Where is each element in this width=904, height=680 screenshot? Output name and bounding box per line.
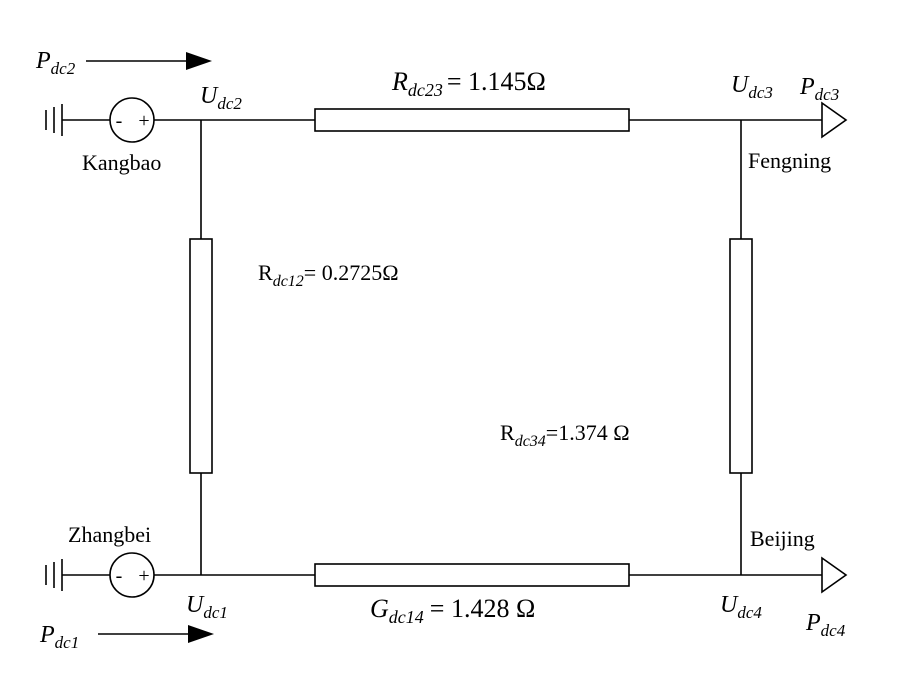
station-kangbao: Kangbao [82,150,161,175]
power-label-p-dc3: Pdc3 [799,74,839,104]
station-zhangbei: Zhangbei [68,522,151,547]
arrow-right-icon [98,625,214,643]
resistor-r-dc12 [189,238,213,474]
ground-icon [45,104,63,136]
station-beijing: Beijing [750,526,815,551]
resistor-r-dc34 [729,238,753,474]
line-label-r-dc12: Rdc12= 0.2725Ω [258,260,399,290]
voltage-label-u-dc1: Udc1 [186,592,228,622]
source-plus-sign: + [138,110,149,132]
power-label-p-dc2: Pdc2 [35,48,76,78]
ground-icon [45,559,63,591]
resistor-r-dc23 [314,108,630,132]
station-fengning: Fengning [748,148,831,173]
line-label-g-dc14: Gdc14= 1.428 Ω [370,594,535,627]
voltage-label-u-dc4: Udc4 [720,592,762,622]
arrow-right-icon [86,52,212,70]
resistor-g-dc14 [314,563,630,587]
source-plus-sign: + [138,565,149,587]
power-label-p-dc4: Pdc4 [805,610,846,640]
voltage-source-icon: - + [109,97,155,143]
line-label-r-dc23: Rdc23= 1.145Ω [391,67,546,100]
voltage-label-u-dc3: Udc3 [731,72,773,102]
load-triangle-icon [821,101,848,139]
load-triangle-icon [821,556,848,594]
source-minus-sign: - [116,565,123,587]
voltage-label-u-dc2: Udc2 [200,83,242,113]
voltage-source-icon: - + [109,552,155,598]
line-label-r-dc34: Rdc34=1.374 Ω [500,420,630,450]
power-label-p-dc1: Pdc1 [39,622,79,652]
source-minus-sign: - [116,110,123,132]
